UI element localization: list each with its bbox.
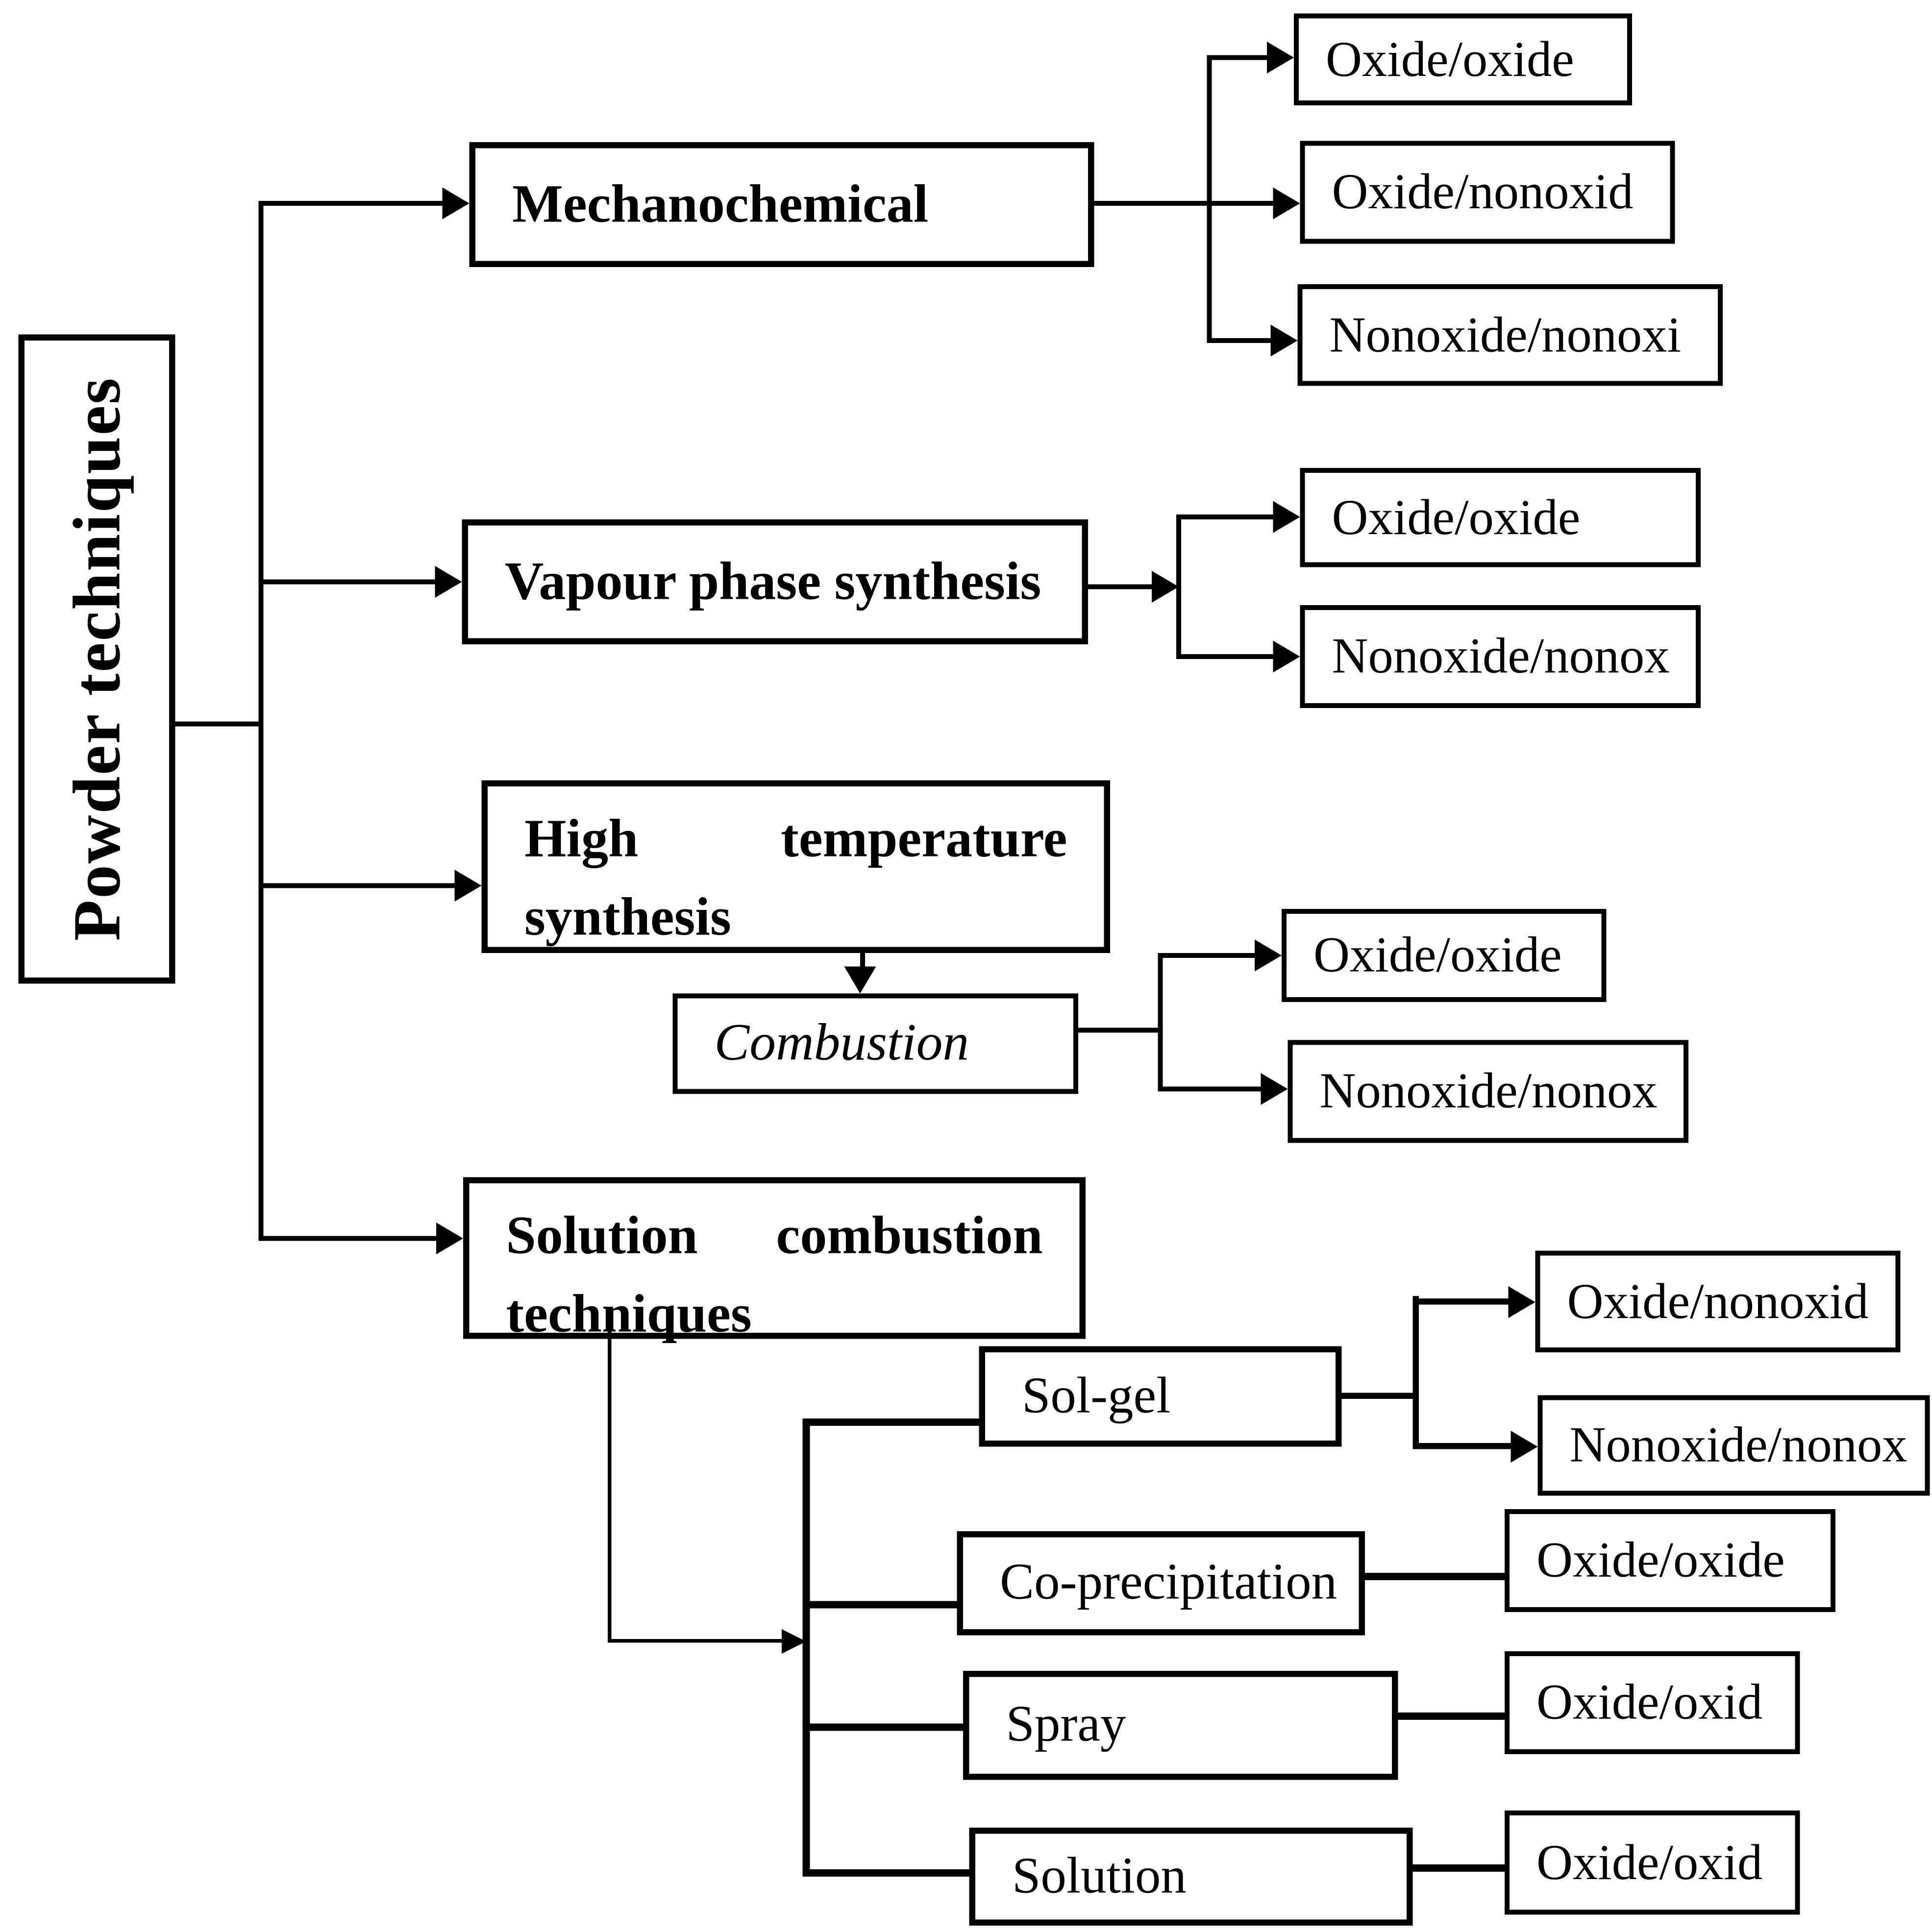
arrowhead-mech-child1 (1267, 42, 1294, 73)
node-powder-techniques-label: Powder techniques (59, 377, 134, 941)
connector-solution-child (1412, 1864, 1505, 1872)
node-label: Oxide/oxid (1536, 1674, 1763, 1731)
arrowhead-mech-child2 (1273, 187, 1300, 220)
connector-combustion-child2 (1158, 1086, 1263, 1092)
node-combustion-label: Combustion (714, 1015, 969, 1073)
node-hts-word3: synthesis (524, 887, 731, 947)
connector-lower-trunk (802, 1418, 810, 1877)
node-sct-word3: techniques (506, 1284, 752, 1344)
connector-branch-solution (802, 1869, 969, 1877)
connector-coprecip-child (1365, 1573, 1505, 1580)
node-mechanochemical: Mechanochemical (469, 142, 1094, 267)
connector-branch-co-precipitation (802, 1601, 957, 1609)
arrowhead-vapour-junction (1152, 571, 1179, 603)
node-vapour-label: Vapour phase synthesis (505, 551, 1041, 611)
connector-solgel-child1 (1412, 1298, 1509, 1305)
node-label: Oxide/oxide (1332, 489, 1581, 545)
connector-vapour-children-spine (1176, 514, 1181, 659)
node-vapour-phase-synthesis: Vapour phase synthesis (462, 519, 1088, 644)
node-coprecip-label: Co-precipitation (1000, 1555, 1338, 1612)
connector-mech-children-spine (1207, 55, 1212, 343)
arrowhead-combustion-child1 (1255, 939, 1282, 972)
node-combustion: Combustion (672, 993, 1078, 1094)
arrowhead-solution-combustion (436, 1223, 463, 1254)
node-label: Oxide/oxide (1326, 30, 1574, 87)
node-solgel-nonoxide-nonox: Nonoxide/nonox (1537, 1395, 1930, 1496)
connector-solgel-child2 (1412, 1443, 1511, 1449)
connector-branch-vapour (258, 579, 436, 585)
connector-sct-descender-horizontal (608, 1639, 784, 1643)
node-solution: Solution (969, 1828, 1413, 1926)
node-solgel-oxide-nonoxid: Oxide/nonoxid (1535, 1250, 1901, 1352)
node-spray: Spray (963, 1671, 1398, 1780)
node-spray-label: Spray (1006, 1697, 1126, 1754)
arrowhead-solgel-child2 (1511, 1431, 1538, 1463)
node-solgel-label: Sol-gel (1022, 1368, 1171, 1425)
node-label: Nonoxide/nonoxi (1329, 306, 1681, 363)
connector-mech-child3 (1207, 338, 1273, 343)
node-label: Nonoxide/nonox (1569, 1417, 1907, 1473)
node-label: Nonoxide/nonox (1332, 628, 1670, 685)
node-powder-techniques: Powder techniques (18, 334, 175, 984)
node-sct-word1: Solution (506, 1205, 698, 1266)
connector-vapour-exit (1088, 584, 1152, 589)
node-mechanochemical-label: Mechanochemical (512, 173, 929, 234)
node-spray-oxide-oxid: Oxide/oxid (1505, 1651, 1800, 1754)
connector-root-to-trunk (175, 721, 259, 727)
node-label: Oxide/oxide (1536, 1532, 1785, 1589)
node-mech-oxide-nonoxid: Oxide/nonoxid (1300, 141, 1675, 244)
arrowhead-sct-junction (782, 1629, 806, 1654)
node-label: Nonoxide/nonox (1319, 1062, 1658, 1119)
node-solution-label: Solution (1012, 1848, 1187, 1905)
arrowhead-combustion-child2 (1261, 1073, 1288, 1105)
arrowhead-down-combustion (844, 966, 876, 994)
node-sct-word2: combustion (776, 1205, 1043, 1266)
arrowhead-high-temp (454, 870, 482, 902)
connector-vapour-child2 (1176, 654, 1276, 659)
connector-branch-high-temp (258, 883, 456, 888)
connector-solgel-children-spine (1412, 1296, 1419, 1449)
connector-vapour-child1 (1176, 514, 1276, 519)
node-label: Oxide/nonoxid (1567, 1272, 1869, 1329)
node-label: Oxide/oxid (1536, 1834, 1763, 1890)
arrowhead-vapour-child1 (1273, 501, 1300, 533)
connector-spray-child (1398, 1712, 1505, 1720)
node-combustion-oxide-oxide: Oxide/oxide (1282, 909, 1607, 1002)
node-co-precipitation: Co-precipitation (957, 1531, 1365, 1636)
connector-branch-spray (802, 1723, 963, 1731)
node-solution-oxide-oxid: Oxide/oxid (1505, 1810, 1800, 1915)
node-mech-oxide-oxide: Oxide/oxide (1294, 13, 1632, 105)
connector-combustion-child1 (1158, 953, 1257, 958)
node-label: Oxide/oxide (1313, 927, 1562, 983)
arrowhead-vapour (435, 566, 462, 598)
node-mech-nonoxide-nonoxi: Nonoxide/nonoxi (1297, 284, 1723, 386)
node-hts-word1: High (524, 808, 639, 869)
node-hts-line1: High temperature (524, 808, 1067, 869)
arrowhead-mechanochemical (442, 187, 470, 220)
node-label: Oxide/nonoxid (1332, 163, 1634, 220)
node-hts-word2: temperature (781, 808, 1067, 869)
node-high-temperature-synthesis: High temperature synthesis (481, 780, 1110, 953)
connector-main-trunk (258, 201, 264, 1241)
connector-combustion-children-spine (1158, 953, 1163, 1092)
node-combustion-nonoxide-nonox: Nonoxide/nonox (1288, 1040, 1688, 1143)
connector-branch-solution-combustion (258, 1236, 438, 1241)
node-sct-line1: Solution combustion (506, 1205, 1043, 1266)
node-solution-combustion-techniques: Solution combustion techniques (463, 1177, 1086, 1343)
node-vapour-oxide-oxide: Oxide/oxide (1300, 468, 1701, 567)
connector-hts-to-combustion (860, 953, 865, 970)
connector-solgel-exit (1341, 1393, 1419, 1399)
connector-mech-exit (1094, 201, 1276, 206)
connector-sct-descender (608, 1313, 612, 1643)
connector-mech-child1 (1207, 55, 1269, 60)
arrowhead-mech-child3 (1270, 324, 1298, 357)
node-coprecip-oxide-oxide: Oxide/oxide (1505, 1509, 1835, 1612)
connector-branch-mechanochemical (258, 201, 444, 206)
connector-combustion-exit (1078, 1027, 1161, 1033)
node-vapour-nonoxide-nonox: Nonoxide/nonox (1300, 605, 1701, 708)
arrowhead-vapour-child2 (1273, 640, 1300, 673)
connector-branch-sol-gel (802, 1418, 979, 1426)
arrowhead-solgel-child1 (1508, 1286, 1536, 1318)
node-sol-gel: Sol-gel (979, 1346, 1342, 1447)
